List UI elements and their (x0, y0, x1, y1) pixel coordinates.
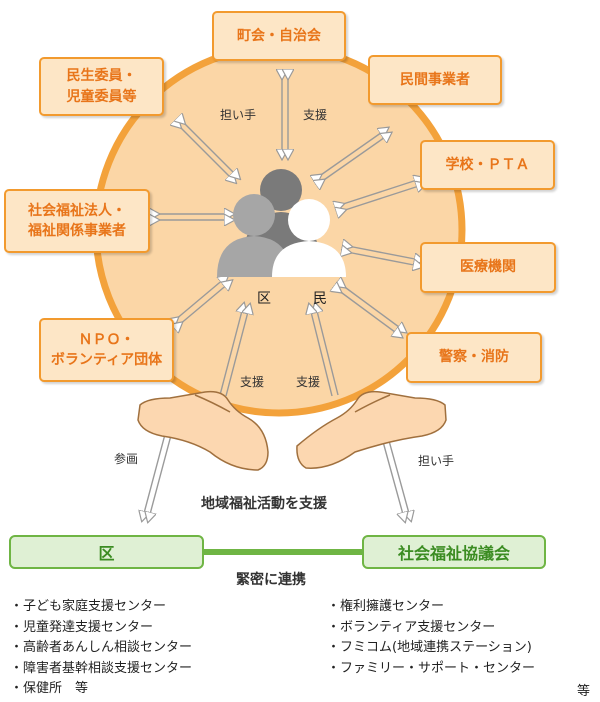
arrow-shakai (155, 214, 230, 220)
arrow-minkan (318, 130, 388, 182)
list-item: ・高齢者あんしん相談センター (10, 640, 193, 655)
ward-office-box: 区 (9, 535, 204, 569)
council-services-list: ・権利擁護センター ・ボランティア支援センター ・フミコム(地域連携ステーション… (327, 597, 535, 679)
arrow-chokai (282, 75, 288, 155)
arrow-keisatsu (338, 285, 403, 335)
group-chokai-label: 町会・自治会 (237, 27, 321, 44)
label-ninaite-top: 担い手 (220, 108, 257, 122)
list-item: ・保健所 等 (10, 681, 89, 696)
group-minsei: 民生委員・ 児童委員等 (39, 57, 164, 116)
group-keisatsu: 警察・消防 (406, 332, 542, 383)
group-chokai: 町会・自治会 (212, 11, 346, 61)
council-services-etc: 等 (577, 684, 591, 699)
right-hand-icon (296, 390, 447, 469)
arrow-support-right (310, 307, 339, 397)
support-caption: 地域福祉活動を支援 (201, 496, 327, 512)
list-item: ・フミコム(地域連携ステーション) (327, 640, 532, 655)
arrow-minsei (178, 121, 237, 180)
arrow-gakko (340, 179, 422, 211)
list-item: ・子ども家庭支援センター (10, 599, 167, 614)
list-item: ・権利擁護センター (327, 599, 445, 614)
social-welfare-council-box: 社会福祉協議会 (362, 535, 546, 569)
group-minsei-label: 民生委員・ 児童委員等 (66, 68, 137, 105)
residents-label: 区 民 (257, 291, 341, 307)
arrow-support-left (219, 307, 249, 397)
group-minkan: 民間事業者 (368, 55, 502, 105)
left-hand-icon (137, 390, 269, 471)
label-shien-top: 支援 (303, 108, 328, 122)
list-item: ・ボランティア支援センター (327, 619, 496, 635)
label-shien-right: 支援 (296, 375, 321, 389)
arrow-iryo (347, 246, 420, 266)
residents-icon (217, 169, 346, 277)
list-item: ・児童発達支援センター (10, 619, 154, 635)
label-shien-left: 支援 (240, 375, 265, 389)
label-ninaite-bottom: 担い手 (418, 454, 455, 468)
group-gakko: 学校・ＰＴＡ (420, 140, 555, 190)
group-shakai: 社会福祉法人・ 福祉関係事業者 (4, 189, 150, 253)
collaboration-label: 緊密に連携 (236, 572, 306, 588)
social-welfare-council-label: 社会福祉協議会 (397, 544, 510, 563)
group-gakko-label: 学校・ＰＴＡ (445, 156, 530, 173)
group-npo: ＮＰＯ・ ボランティア団体 (39, 318, 174, 382)
list-item: ・ファミリー・サポート・センター (327, 660, 536, 676)
group-iryo: 医療機関 (420, 242, 556, 293)
group-minkan-label: 民間事業者 (400, 71, 470, 88)
label-sankaku: 参画 (114, 452, 139, 466)
group-iryo-label: 医療機関 (460, 259, 516, 276)
group-npo-label: ＮＰＯ・ ボランティア団体 (50, 331, 163, 368)
group-keisatsu-label: 警察・消防 (439, 349, 509, 366)
arrow-npo (175, 278, 229, 325)
group-shakai-label: 社会福祉法人・ 福祉関係事業者 (28, 202, 126, 239)
ward-services-list: ・子ども家庭支援センター ・児童発達支援センター ・高齢者あんしん相談センター … (10, 597, 192, 700)
list-item: ・障害者基幹相談支援センター (10, 660, 193, 676)
ward-office-label: 区 (98, 544, 115, 563)
